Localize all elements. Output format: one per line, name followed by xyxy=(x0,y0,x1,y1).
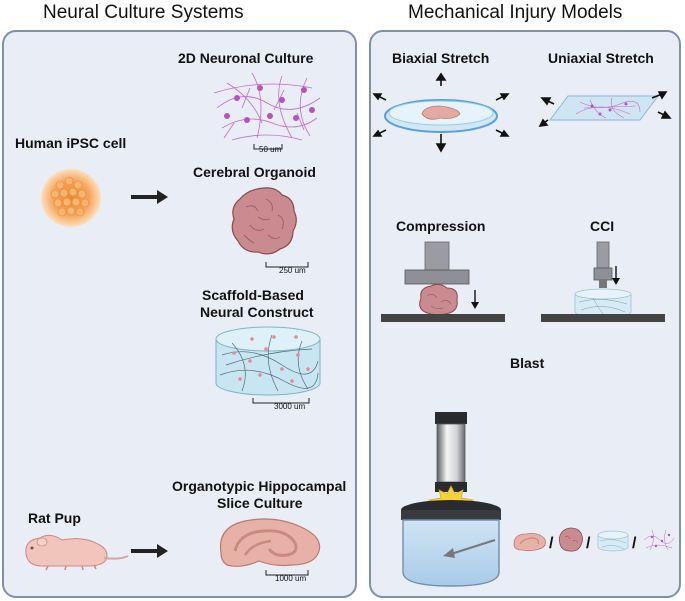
compression-label: Compression xyxy=(396,218,486,234)
scale-bar-slice xyxy=(265,570,309,576)
scale-bar-organoid xyxy=(265,262,309,268)
blast-sample-neuron-icon xyxy=(643,529,675,551)
scale-text-organoid: 250 um xyxy=(279,266,306,275)
scale-text-2d: 50 um xyxy=(259,145,282,154)
organoid-icon xyxy=(231,187,297,255)
uniaxial-stretch-icon xyxy=(538,91,672,128)
blast-sample-organoid-icon xyxy=(558,527,583,552)
separator-2: / xyxy=(586,535,591,552)
scale-text-slice: 1000 um xyxy=(275,574,307,583)
blast-label: Blast xyxy=(510,355,545,371)
ipsc-cell-icon xyxy=(41,169,101,227)
blast-sample-scaffold-icon xyxy=(597,530,629,552)
rat-pup-icon xyxy=(25,534,129,571)
compression-icon xyxy=(381,241,505,322)
organotypic-slice-label-1: Organotypic Hippocampal xyxy=(172,478,347,494)
scale-bar-scaffold xyxy=(252,398,310,404)
scale-text-scaffold: 3000 um xyxy=(274,402,306,411)
human-ipsc-label: Human iPSC cell xyxy=(15,135,127,151)
neuron-network-icon xyxy=(213,72,321,141)
2d-culture-label: 2D Neuronal Culture xyxy=(178,50,314,66)
right-panel-title: Mechanical Injury Models xyxy=(408,2,623,23)
scaffold-cylinder-icon xyxy=(215,326,321,396)
biaxial-stretch-label: Biaxial Stretch xyxy=(392,50,490,66)
organotypic-slice-label-2: Slice Culture xyxy=(217,495,303,511)
left-panel-title: Neural Culture Systems xyxy=(43,2,244,23)
uniaxial-stretch-label: Uniaxial Stretch xyxy=(548,50,654,66)
arrow-right-icon-rat xyxy=(131,544,168,558)
arrow-right-icon xyxy=(131,190,168,204)
separator-3: / xyxy=(632,535,637,552)
blast-apparatus-icon xyxy=(401,412,501,587)
blast-sample-slice-icon xyxy=(513,533,546,552)
hippocampal-slice-icon xyxy=(219,518,321,567)
scale-bar-2d xyxy=(253,144,283,150)
cci-label: CCI xyxy=(590,218,615,234)
scaffold-construct-label-2: Neural Construct xyxy=(200,304,314,320)
scaffold-construct-label-1: Scaffold-Based xyxy=(202,287,304,303)
neural-culture-panel xyxy=(2,30,357,598)
cerebral-organoid-label: Cerebral Organoid xyxy=(193,164,316,180)
cci-icon xyxy=(541,241,665,322)
separator-1: / xyxy=(549,535,554,552)
rat-pup-label: Rat Pup xyxy=(28,510,81,526)
biaxial-stretch-icon xyxy=(372,72,510,153)
